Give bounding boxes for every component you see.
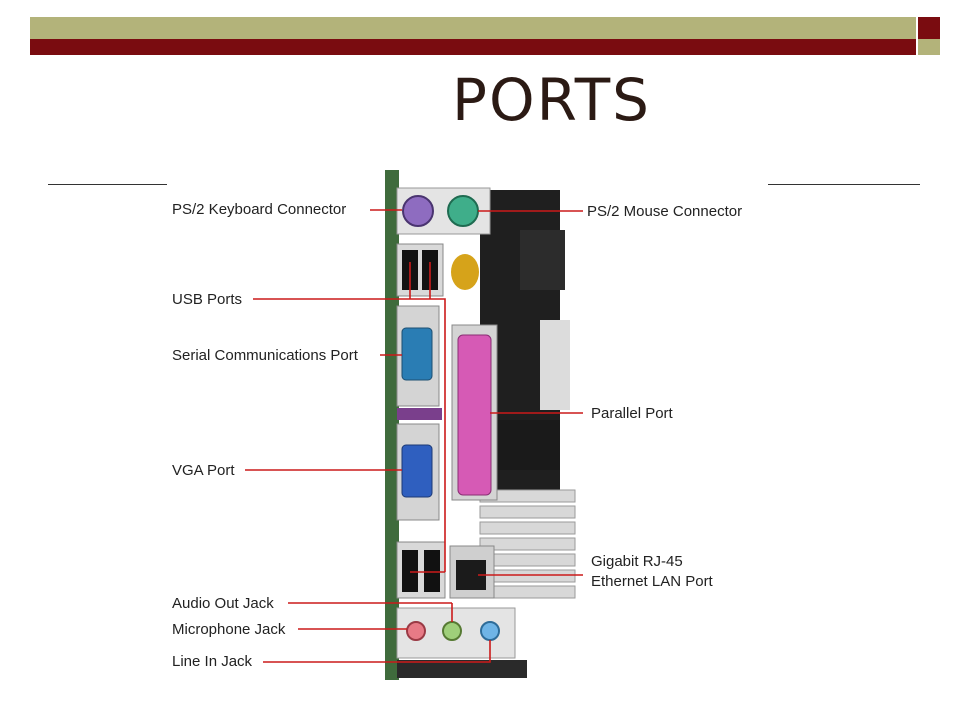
serial-port	[401, 327, 433, 381]
ps2-keyboard-port	[402, 195, 434, 227]
label-ps2-mouse: PS/2 Mouse Connector	[587, 203, 743, 220]
parallel-port	[457, 334, 492, 496]
audio-out-jack	[406, 621, 426, 641]
title-bar-cap-bottom	[918, 39, 940, 55]
label-microphone: Microphone Jack	[172, 621, 286, 638]
title-bar-bottom	[30, 39, 916, 55]
label-parallel-port: Parallel Port	[591, 405, 673, 422]
title-bar-top	[30, 17, 916, 39]
pcb-board	[385, 170, 399, 680]
label-usb-ports: USB Ports	[172, 291, 243, 308]
heatsink	[479, 489, 576, 599]
title-bar-cap-top	[918, 17, 940, 39]
ps2-mouse-port	[447, 195, 479, 227]
label-ethernet-line1: Gigabit RJ-45	[591, 553, 683, 570]
rule-left	[48, 184, 167, 185]
label-audio-out: Audio Out Jack	[172, 595, 274, 612]
label-ps2-keyboard: PS/2 Keyboard Connector	[172, 201, 347, 218]
line-in-jack	[480, 621, 500, 641]
label-ethernet-line2: Ethernet LAN Port	[591, 573, 713, 590]
label-vga-port: VGA Port	[172, 462, 235, 479]
microphone-jack	[442, 621, 462, 641]
vga-port	[401, 444, 433, 498]
label-serial-port: Serial Communications Port	[172, 347, 358, 364]
slide-title: PORTS	[452, 66, 651, 134]
leader-lines	[245, 209, 583, 663]
rule-right	[768, 184, 920, 185]
label-line-in: Line In Jack	[172, 653, 253, 670]
